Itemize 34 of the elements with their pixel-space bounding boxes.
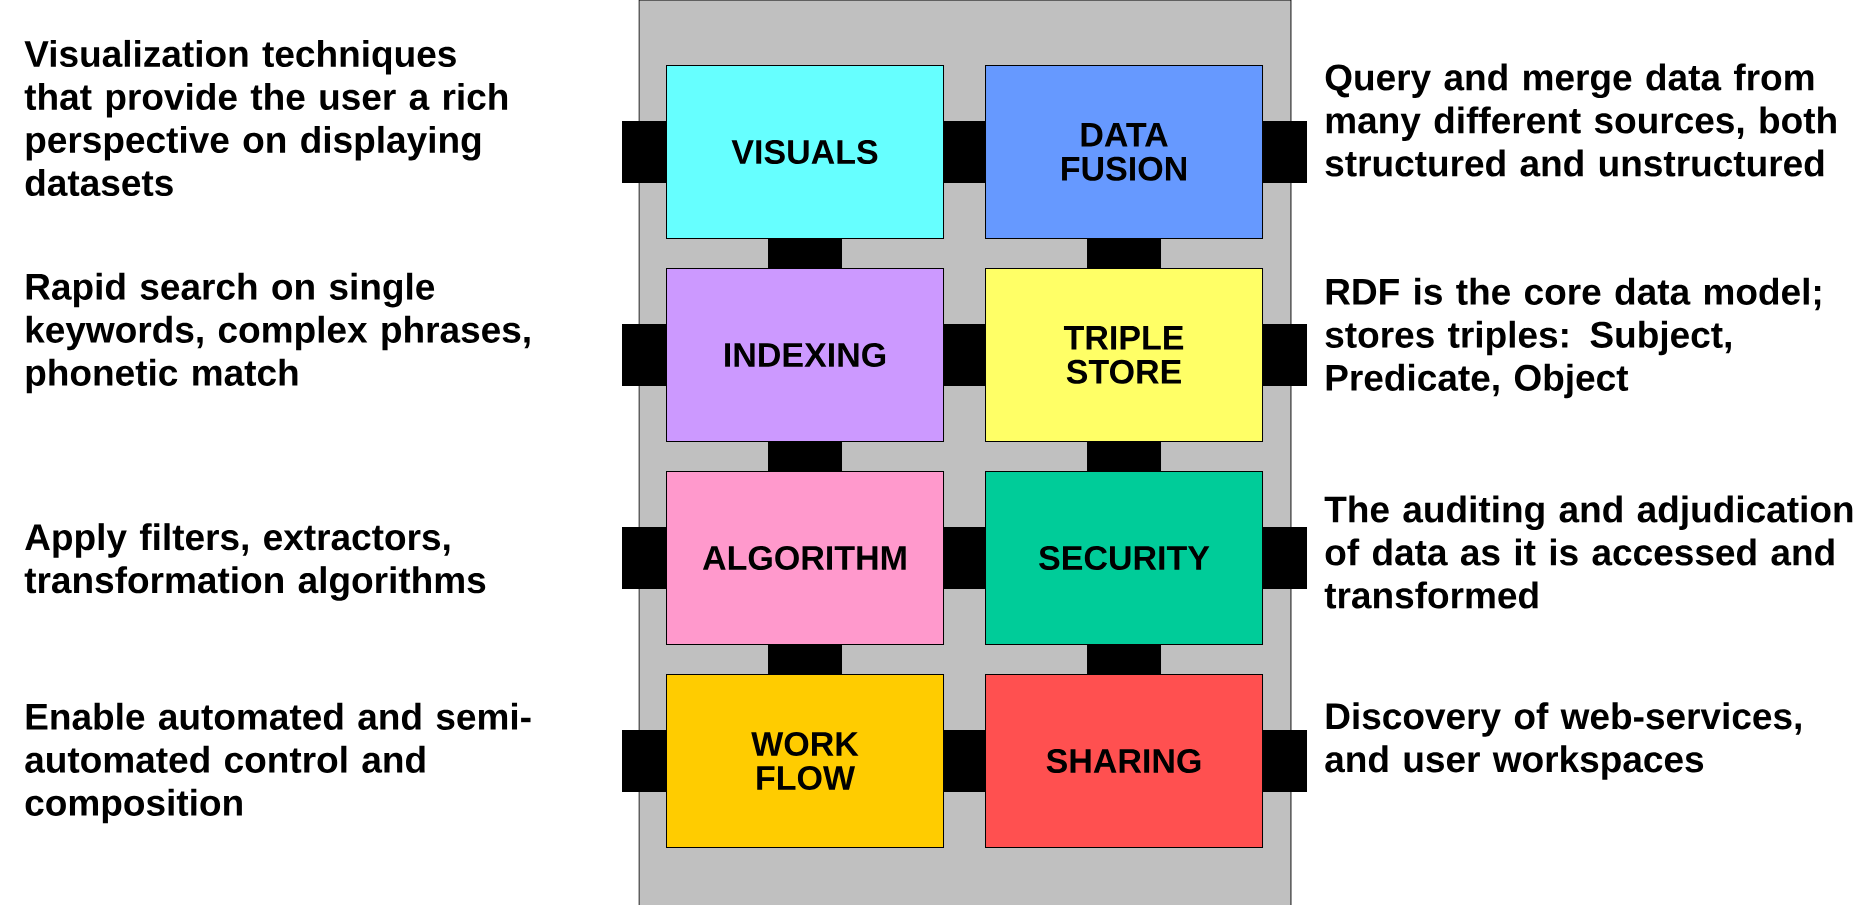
description-text: Query and merge data from many different sources, both structured and unstructured xyxy=(1325,63,1836,177)
connector-bar xyxy=(944,527,985,589)
module-box: SECURITY xyxy=(985,471,1263,645)
connector-bar xyxy=(622,527,666,589)
connector-bar xyxy=(944,730,985,792)
description-text: RDF is the core data model; stores triples: Subject, Predicate, Object xyxy=(1325,277,1821,399)
connector-bar xyxy=(622,324,666,386)
description-text: Visualization techniques that provide the user a rich perspective on displaying datasets xyxy=(24,39,508,197)
description-text: Discovery of web-services, and user workspaces xyxy=(1325,702,1801,780)
module-box: ALGORITHM xyxy=(666,471,944,645)
connector-bar xyxy=(1263,121,1307,183)
connector-bar xyxy=(944,324,985,386)
module-box: DATA FUSION xyxy=(985,65,1263,239)
connector-bar xyxy=(622,730,666,792)
connector-bar xyxy=(1263,324,1307,386)
connector-bar xyxy=(944,121,985,183)
connector-bar xyxy=(768,239,842,268)
module-box: SHARING xyxy=(985,674,1263,848)
connector-bar xyxy=(1263,730,1307,792)
module-box: INDEXING xyxy=(666,268,944,442)
connector-bar xyxy=(768,645,842,674)
description-text: Enable automated and semi-automated control and composition xyxy=(25,702,531,824)
module-box: VISUALS xyxy=(666,65,944,239)
module-box: TRIPLE STORE xyxy=(985,268,1263,442)
connector-bar xyxy=(1087,239,1161,268)
description-text: The auditing and adjudication of data as it is accessed and transformed xyxy=(1324,495,1853,609)
module-box: WORK FLOW xyxy=(666,674,944,848)
connector-bar xyxy=(622,121,666,183)
description-text: Apply filters, extractors, transformation algorithms xyxy=(24,523,486,601)
description-text: Rapid search on single keywords, complex phrases, phonetic match xyxy=(26,272,530,394)
connector-bar xyxy=(768,442,842,471)
connector-bar xyxy=(1263,527,1307,589)
connector-bar xyxy=(1087,645,1161,674)
connector-bar xyxy=(1087,442,1161,471)
